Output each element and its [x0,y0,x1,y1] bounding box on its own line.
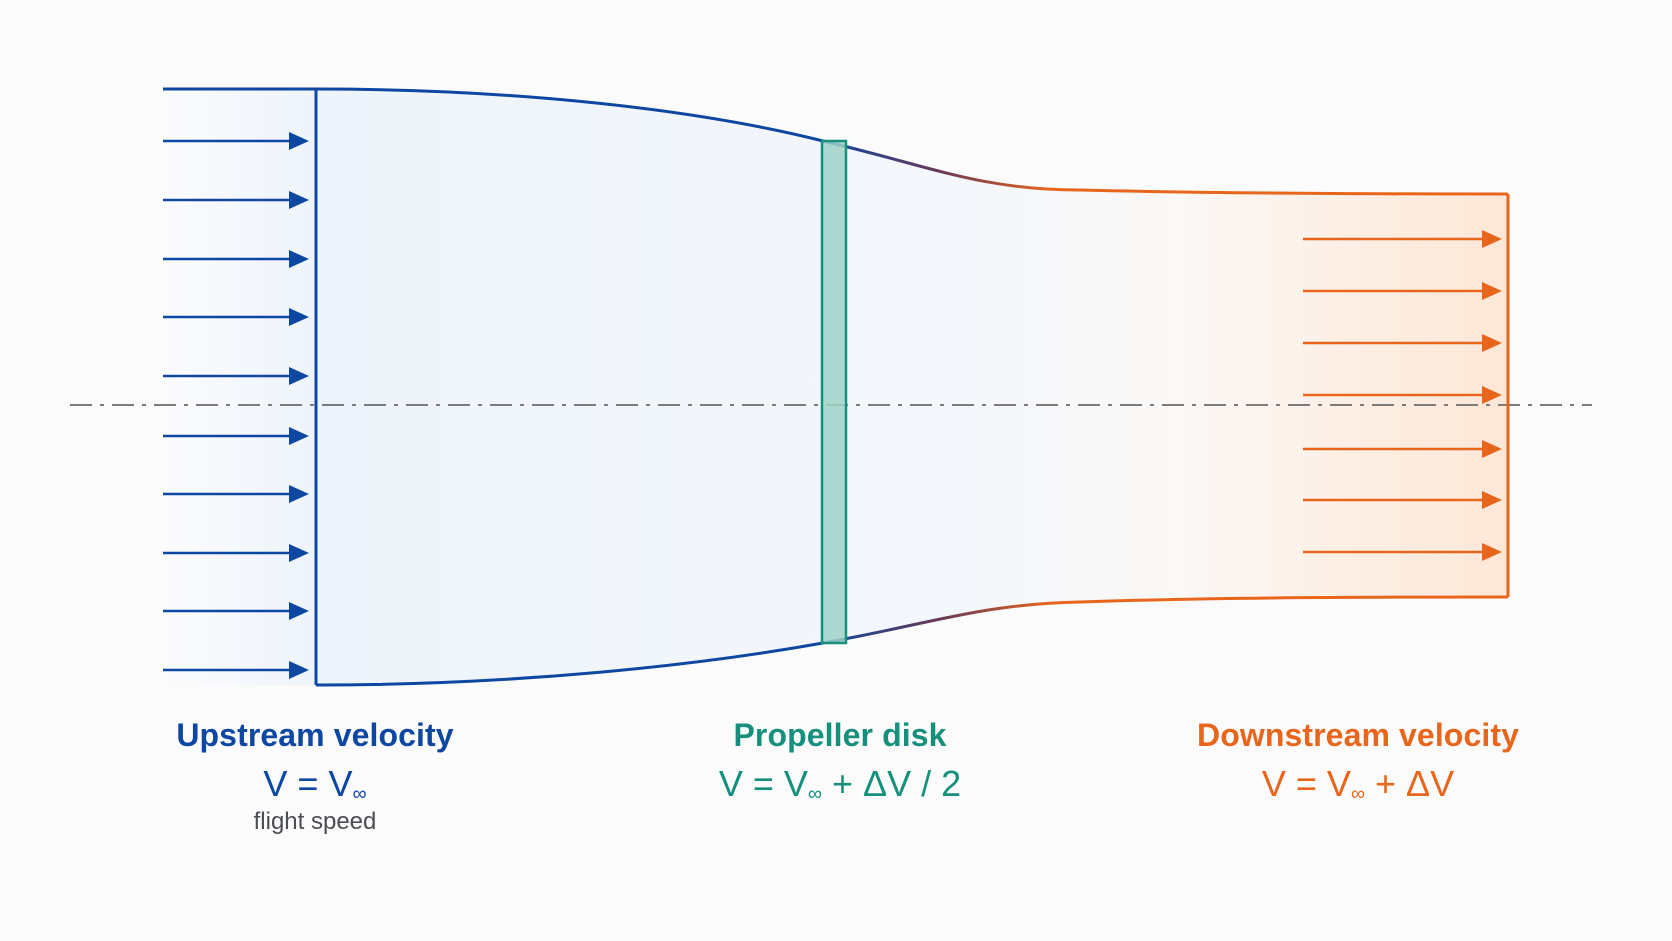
downstream-flow-arrow [1303,282,1502,300]
downstream-formula: V = V∞ + ΔV [1261,763,1455,806]
upstream-flow-arrow [163,602,309,620]
downstream-flow-arrow [1303,440,1502,458]
streamtube-fill [316,89,1508,685]
propeller-disk [820,139,848,645]
upstream-flow-arrow [163,308,309,326]
inlet-fade [163,90,316,685]
arrow-right-icon [289,661,309,679]
upstream-formula: V = V∞ [263,763,367,806]
upstream-label: Upstream velocity V = V∞ flight speed [95,717,535,836]
upstream-flow-arrow [163,485,309,503]
disk-formula: V = V∞ + ΔV / 2 [718,763,962,806]
arrow-right-icon [289,191,309,209]
arrow-right-icon [1482,386,1502,404]
arrow-right-icon [289,602,309,620]
downstream-title: Downstream velocity [1196,717,1519,753]
upstream-flow-arrow [163,427,309,445]
disk-title: Propeller disk [733,717,947,753]
upstream-note: flight speed [253,807,377,835]
upstream-flow-arrow [163,250,309,268]
arrow-right-icon [289,250,309,268]
upstream-flow-arrow [163,367,309,385]
arrow-right-icon [289,132,309,150]
downstream-flow-arrow [1303,386,1502,404]
upstream-flow-arrow [163,661,309,679]
downstream-arrows [1303,230,1502,561]
streamtube-top-boundary [163,87,1509,196]
downstream-flow-arrow [1303,334,1502,352]
downstream-flow-arrow [1303,491,1502,509]
arrow-right-icon [289,367,309,385]
arrow-right-icon [1482,282,1502,300]
arrow-right-icon [1482,543,1502,561]
arrow-right-icon [289,544,309,562]
upstream-flow-arrow [163,132,309,150]
upstream-flow-arrow [163,191,309,209]
upstream-title: Upstream velocity [176,717,454,753]
streamtube-bottom-boundary [315,595,1509,687]
disk-label: Propeller disk V = V∞ + ΔV / 2 [620,717,1060,806]
arrow-right-icon [1482,440,1502,458]
arrow-right-icon [1482,491,1502,509]
arrow-right-icon [289,485,309,503]
upstream-arrows [163,132,309,679]
arrow-right-icon [1482,334,1502,352]
downstream-flow-arrow [1303,543,1502,561]
upstream-flow-arrow [163,544,309,562]
downstream-flow-arrow [1303,230,1502,248]
arrow-right-icon [289,308,309,326]
downstream-label: Downstream velocity V = V∞ + ΔV [1138,717,1578,806]
arrow-right-icon [289,427,309,445]
arrow-right-icon [1482,230,1502,248]
